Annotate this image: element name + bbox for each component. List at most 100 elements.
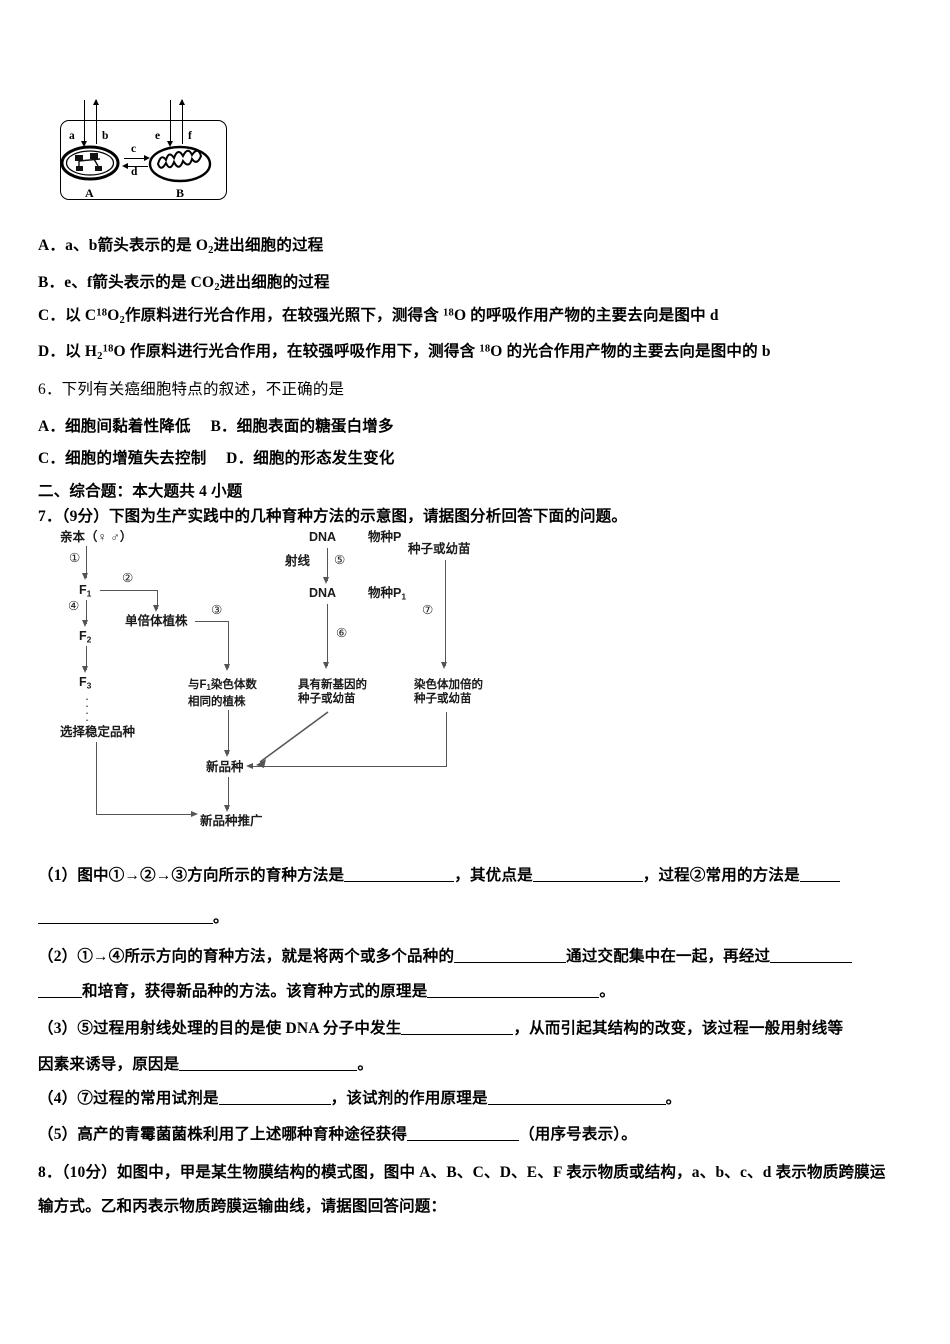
q7-blank-4-text-b: ，该试剂的作用原理是 [330,1090,488,1107]
label-b: b [102,130,109,142]
q5-option-c: C．以 C18O2作原料进行光合作用，在较强光照下，测得含 18O 的呼吸作用产… [38,303,719,326]
q5-option-c-prefix: C． [38,307,66,324]
node-f3: F3 [79,675,91,692]
node-f2-sub: 2 [86,634,92,645]
q7-blank-1-input-b[interactable] [532,881,643,882]
label-organelle-A: A [85,186,94,200]
arrow-b-line [96,100,97,144]
node-dna-top: DNA [309,530,337,544]
q7-blank-3-text-a: （3）⑤过程用射线处理的目的是使 DNA 分子中发生 [38,1020,402,1037]
arrow-a-line [84,100,85,144]
q7-blank-3-input-a[interactable] [401,1034,514,1035]
edge-doubled-left [250,766,447,767]
edge-newvariety-promote-head [224,805,231,812]
node-species-p1: 物种P1 [368,586,406,603]
arrow-c-head [144,154,150,161]
edge-f1-haploid-head [153,605,160,612]
q7-stem: 7．（9分）下图为生产实践中的几种育种方法的示意图，请据图分析回答下面的问题。 [38,508,628,525]
q7-blank-5-text-a: （5）高产的青霉菌菌株利用了上述哪种育种途径获得 [38,1126,408,1143]
q7-blank-1-text-b: ，其优点是 [454,867,533,884]
edge-f1-f2-head [82,620,89,627]
q7-blank-5-input-a[interactable] [407,1140,520,1141]
q7-blank-2-input-a[interactable] [454,962,567,963]
step-number-7: ⑦ [422,603,434,617]
q7-blank-5: （5）高产的青霉菌菌株利用了上述哪种育种途径获得（用序号表示）。 [38,1122,637,1144]
q6-options-row2: C．细胞的增殖失去控制 D．细胞的形态发生变化 [38,450,395,467]
q7-blank-1-input-c[interactable] [799,881,840,882]
edge-f2-f3-head [82,666,89,673]
node-same-chrom-plant-l1a: 与F [188,679,207,691]
arrow-f-line [182,100,183,144]
q5-option-a-text: a、b箭头表示的是 O2进出细胞的过程 [65,237,324,256]
arrow-b-head [92,99,99,105]
node-seed-or-seedling: 种子或幼苗 [408,542,471,556]
node-doubled-chrom-seed: 染色体加倍的 种子或幼苗 [414,678,483,706]
arrow-d-line [126,166,148,167]
q7-blank-4-input-a[interactable] [218,1104,331,1105]
q7-blank-1-text-c: ，过程②常用的方法是 [642,867,800,884]
q5-option-d: D．以 H218O 作原料进行光合作用，在较强呼吸作用下，测得含 18O 的光合… [38,339,771,362]
q7-blank-1: （1）图中①→②→③方向所示的育种方法是，其优点是，过程②常用的方法是 [38,863,840,885]
edge-dna-newgeneseed [327,604,328,666]
q7-blank-4-input-b[interactable] [487,1104,666,1105]
q6-options-row1: A．细胞间黏着性降低 B．细胞表面的糖蛋白增多 [38,418,394,435]
q7-blank-4-text-a: （4）⑦过程的常用试剂是 [38,1090,219,1107]
q5-option-a: A．a、b箭头表示的是 O2进出细胞的过程 [38,233,323,256]
q7-blank-3-period: 。 [357,1056,374,1073]
q7-blank-1-input-d[interactable] [38,923,213,924]
node-same-chrom-plant: 与F1染色体数 相同的植株 [188,678,257,709]
q7-blank-3-text-b: ，从而引起其结构的改变，该过程一般用射线等 [513,1020,844,1037]
edge-doubled-head [246,762,253,769]
edge-f2-f3 [86,646,87,670]
q5-option-d-text: 以 H218O 作原料进行光合作用，在较强呼吸作用下，测得含 18O 的光合作用… [65,343,771,362]
label-organelle-B: B [176,186,185,200]
node-parent: 亲本（♀ ♂） [60,530,133,544]
node-doubled-chrom-seed-l2: 种子或幼苗 [414,693,472,705]
label-e: e [155,130,161,142]
q7-blank-2-input-c[interactable] [38,997,82,998]
node-new-variety: 新品种 [206,760,244,774]
q5-option-d-prefix: D． [38,343,66,360]
chloroplast-mitochondrion-diagram: a b e f A B c d [52,98,232,206]
node-dna-bottom: DNA [309,586,337,600]
q7-blank-2-cont: 和培育，获得新品种的方法。该育种方式的原理是。 [38,979,615,1001]
edge-f1-haploid-h [100,590,158,591]
node-f3-label: F [79,675,87,689]
arrow-f-head [178,99,185,105]
q7-blank-3: （3）⑤过程用射线处理的目的是使 DNA 分子中发生 ，从而引起其结构的改变，该过… [38,1016,843,1038]
q7-blank-2-period: 。 [599,983,616,1000]
q7-blank-1-period: 。 [213,909,229,926]
arrow-d-head [122,162,128,169]
edge-f1-f2 [86,600,87,624]
node-same-chrom-plant-sub: 1 [206,683,211,693]
q7-blank-1-input-a[interactable] [344,881,455,882]
q6-stem: 6．下列有关癌细胞特点的叙述，不正确的是 [38,381,345,398]
edge-samechrom-newvariety-head [224,750,231,757]
node-f1-sub: 1 [86,588,92,599]
organelle-shapes [60,145,212,183]
q7-blank-4-period: 。 [665,1090,682,1107]
q7-blank-2-input-d[interactable] [427,997,600,998]
edge-parent-f1 [86,546,87,578]
edge-haploid-h [195,621,229,622]
q5-option-b-prefix: B． [38,274,65,291]
ellipsis-generations: ···· [84,691,90,727]
edge-samechrom-newvariety [228,710,229,754]
q7-blank-2-input-b[interactable] [770,962,853,963]
node-rays: 射线 [285,554,311,568]
node-f1-label: F [79,583,87,597]
q8-line1: 8．（10分）如图中，甲是某生物膜结构的模式图，图中 A、B、C、D、E、F 表… [38,1164,886,1181]
label-a: a [69,130,75,142]
step-number-4: ④ [68,599,80,613]
arrow-c-line [124,158,146,159]
edge-haploid-v [228,621,229,668]
q7-blank-3-input-b[interactable] [179,1070,358,1071]
q7-blank-3-text-c: 因素来诱导，原因是 [38,1056,180,1073]
label-c: c [131,143,137,155]
step-number-6: ⑥ [336,626,348,640]
label-f: f [188,130,192,142]
step-number-3: ③ [211,603,223,617]
arrow-e-line [170,100,171,144]
node-select-stable-variety: 选择稳定品种 [60,725,136,739]
